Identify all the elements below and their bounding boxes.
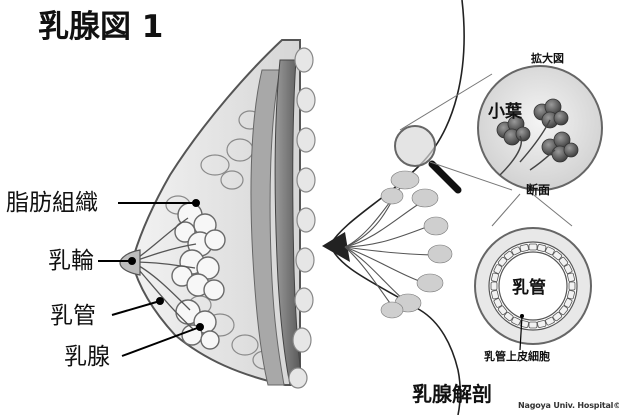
credit-text: Nagoya Univ. Hospital© <box>518 402 619 410</box>
enlarged-lobule-view <box>478 66 602 190</box>
epithelial-cell <box>491 273 499 282</box>
label-fat-tissue: 脂肪組織 <box>6 192 98 215</box>
epithelial-cell <box>491 290 499 299</box>
epithelial-cell <box>537 244 546 252</box>
label-epithelial-cells: 乳管上皮細胞 <box>484 351 550 362</box>
sagittal-breast-section <box>98 40 315 388</box>
epithelial-cell <box>537 320 546 328</box>
epithelial-cell <box>529 322 537 328</box>
epithelial-cell <box>567 290 575 299</box>
epithelial-cell <box>491 282 497 290</box>
label-duct: 乳管 <box>50 305 96 328</box>
label-gland: 乳腺 <box>64 346 110 369</box>
label-enlarged: 拡大図 <box>531 53 564 64</box>
epithelial-cell <box>529 244 537 250</box>
epithelial-cell <box>569 282 575 290</box>
label-lobule: 小葉 <box>488 104 522 121</box>
label-duct-cross: 乳管 <box>512 280 546 297</box>
epithelial-cell <box>567 273 575 282</box>
duct-foliage <box>381 171 452 318</box>
label-cross-section: 断面 <box>526 184 550 196</box>
label-areola: 乳輪 <box>48 250 94 273</box>
subtitle: 乳腺解剖 <box>412 384 492 404</box>
page-title: 乳腺図 1 <box>38 12 163 43</box>
torso-outline <box>330 0 464 415</box>
epithelial-cell <box>520 244 529 252</box>
